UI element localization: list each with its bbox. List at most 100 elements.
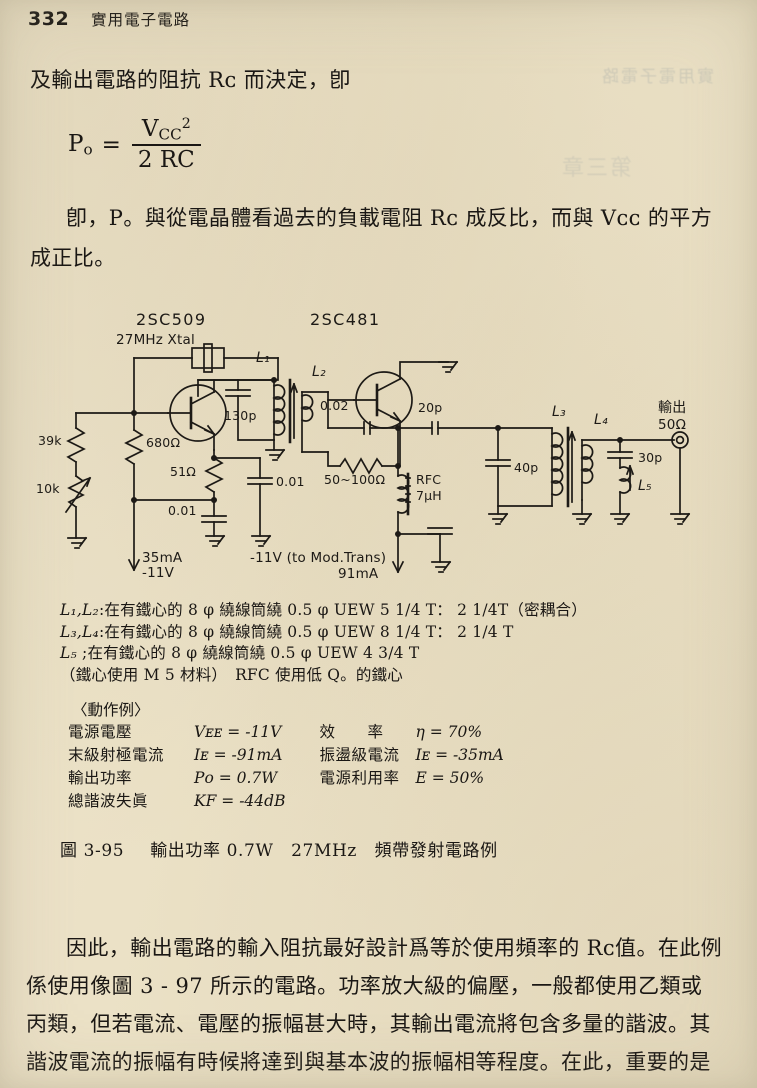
- formula-equals: =: [101, 131, 121, 158]
- ground-symbol-8: [572, 512, 593, 525]
- paragraph-1-line-1-text: 卽，P。與從電晶體看過去的負載電阻 Rᴄ 成反比，而與 Vᴄᴄ 的平方: [66, 206, 713, 230]
- op-label-3: 輸出功率: [68, 769, 133, 787]
- page-number: 332: [28, 8, 70, 30]
- resistor-39k-label: 39k: [38, 433, 62, 448]
- op-value-2: Iᴇ = -91mA: [194, 746, 283, 764]
- crystal-label: 27MHz Xtal: [116, 332, 195, 348]
- running-head: 332 實用電子電路: [28, 8, 190, 30]
- op-label-4: 總諧波失眞: [68, 792, 149, 810]
- ground-symbol-4: [265, 448, 286, 461]
- coil-note-2-text: :在有鐵心的 8 φ 繞線筒繞 0.5 φ UEW 8 1/4 T： 2 1/4…: [98, 622, 514, 641]
- power-formula: Po = VCC2 2 RC: [68, 116, 201, 173]
- ground-symbol-2: [205, 534, 226, 547]
- coil-note-1-label: L₁,L₂: [60, 601, 99, 619]
- table-row: 末級射極電流 Iᴇ = -91mA 振盪級電流 Iᴇ = -35mA: [68, 745, 504, 768]
- coil-l1-label: L₁: [256, 350, 270, 366]
- figure-caption: 圖 3-95 輸出功率 0.7W 27MHz 頻帶發射電路例: [60, 836, 498, 861]
- capacitor-001-b-label: 0.01: [276, 474, 305, 489]
- op-label2-3: 電源利用率: [319, 769, 400, 787]
- paragraph-2-line-3: 丙類，但若電流、電壓的振幅甚大時，其輸出電流將包含多量的諧波。其: [26, 1012, 711, 1036]
- coil-l1-winding: [272, 384, 286, 436]
- resistor-680-label: 680Ω: [146, 435, 180, 450]
- op-label-2: 末級射極電流: [68, 746, 165, 764]
- coil-note-line-3: L₅ ;在有鐵心的 8 φ 繞線筒繞 0.5 φ UEW 4 3/4 T: [60, 643, 587, 665]
- capacitor-002-label: 0.02: [320, 398, 349, 413]
- coil-l4-label: L₄: [594, 412, 608, 428]
- operating-example-block: 〈動作例〉 電源電壓 Vᴇᴇ = -11V 效 率 η = 70% 末級射極電流…: [68, 700, 504, 814]
- op-value-1: Vᴇᴇ = -11V: [194, 723, 282, 741]
- formula-numerator: VCC2: [141, 116, 191, 144]
- supply-1-voltage-label: -11V: [142, 565, 175, 581]
- ground-symbol-1: [67, 536, 88, 549]
- paragraph-2-line-4: 諧波電流的振幅有時候將達到與基本波的振幅相等程度。在此，重要的是: [26, 1050, 711, 1074]
- coil-note-line-2: L₃,L₄:在有鐵心的 8 φ 繞線筒繞 0.5 φ UEW 8 1/4 T： …: [60, 622, 587, 644]
- output-impedance-label: 50Ω: [658, 417, 686, 433]
- transistor-1-label: 2SC509: [136, 310, 206, 329]
- ground-symbol-3: [251, 534, 272, 547]
- formula-lhs: Po: [68, 131, 93, 159]
- capacitor-001-a-label: 0.01: [168, 503, 197, 518]
- capacitor-130p-label: 130p: [224, 408, 257, 423]
- ground-symbol-9: [610, 512, 631, 525]
- paragraph-1-line-1: 卽，P。與從電晶體看過去的負載電阻 Rᴄ 成反比，而與 Vᴄᴄ 的平方: [30, 200, 712, 237]
- resistor-10k-label: 10k: [36, 481, 60, 496]
- coil-note-3-text: ;在有鐵心的 8 φ 繞線筒繞 0.5 φ UEW 4 3/4 T: [76, 644, 420, 662]
- coil-note-line-1: L₁,L₂:在有鐵心的 8 φ 繞線筒繞 0.5 φ UEW 5 1/4 T： …: [60, 600, 587, 622]
- coil-note-1-text: :在有鐵心的 8 φ 繞線筒繞 0.5 φ UEW 5 1/4 T： 2 1/4…: [98, 601, 587, 619]
- coil-note-2-label: L₃,L₄: [60, 622, 99, 641]
- paragraph-2-line-2: 係使用像圖 3 - 97 所示的電路。功率放大級的偏壓，一般都使用乙類或: [26, 974, 703, 998]
- resistor-51-label: 51Ω: [170, 464, 196, 479]
- rfc-value-label: 7μH: [416, 488, 442, 503]
- bleed-through-text-mid: 第三章: [560, 156, 633, 181]
- rfc-label: RFC: [416, 472, 441, 487]
- formula-fraction: VCC2 2 RC: [131, 116, 201, 174]
- output-label: 輸出: [658, 400, 686, 416]
- fraction-bar: [131, 144, 201, 147]
- operating-example-table: 電源電壓 Vᴇᴇ = -11V 效 率 η = 70% 末級射極電流 Iᴇ = …: [68, 722, 504, 814]
- ground-symbol-10: [670, 512, 691, 525]
- capacitor-40p-label: 40p: [514, 460, 538, 475]
- supply-2-current-label: 91mA: [338, 566, 379, 582]
- lead-paragraph: 及輸出電路的阻抗 Rᴄ 而決定，卽: [30, 68, 351, 92]
- op-value2-1: η = 70%: [415, 723, 483, 741]
- bleed-through-text-top: 實用電子電路: [600, 67, 714, 87]
- op-label2-4: [319, 791, 415, 814]
- coil-l3-label: L₃: [552, 404, 566, 420]
- coil-l4-winding: [580, 444, 594, 484]
- coil-specification-notes: L₁,L₂:在有鐵心的 8 φ 繞線筒繞 0.5 φ UEW 5 1/4 T： …: [60, 600, 587, 686]
- formula-denominator: 2 RC: [137, 147, 195, 174]
- op-label2-1: 效 率: [319, 723, 384, 741]
- figure-caption-text: 輸出功率 0.7W 27MHz 頻帶發射電路例: [150, 841, 498, 861]
- op-value-4: KF = -44dB: [194, 792, 286, 810]
- op-value2-3: E = 50%: [415, 769, 485, 787]
- transistor-2-label: 2SC481: [310, 310, 380, 329]
- paragraph-2-line-1: 因此，輸出電路的輸入阻抗最好設計爲等於使用頻率的 Rᴄ值。在此例: [30, 930, 722, 967]
- figure-caption-number: 圖 3-95: [60, 841, 125, 861]
- coil-l2-winding: [300, 394, 314, 422]
- operating-example-heading: 〈動作例〉: [72, 701, 150, 719]
- coil-note-3-label: L₅: [60, 644, 77, 662]
- capacitor-20p-label: 20p: [418, 400, 442, 415]
- table-row: 總諧波失眞 KF = -44dB: [68, 791, 504, 814]
- table-row: 電源電壓 Vᴇᴇ = -11V 效 率 η = 70%: [68, 722, 504, 745]
- supply-2-label: -11V (to Mod.Trans): [250, 550, 386, 566]
- paragraph-1-line-2: 成正比。: [30, 246, 116, 270]
- op-value-3: Pᴏ = 0.7W: [194, 769, 278, 787]
- op-label-1: 電源電壓: [68, 723, 133, 741]
- op-value2-4: [415, 791, 503, 814]
- coil-l3-winding: [550, 432, 564, 496]
- op-label2-2: 振盪級電流: [319, 746, 400, 764]
- book-title: 實用電子電路: [91, 11, 191, 29]
- coil-l2-label: L₂: [312, 364, 326, 380]
- ground-symbol-7: [488, 512, 509, 525]
- capacitor-30p-label: 30p: [638, 450, 662, 465]
- op-value2-2: Iᴇ = -35mA: [415, 746, 504, 764]
- paragraph-2-line-1-text: 因此，輸出電路的輸入阻抗最好設計爲等於使用頻率的 Rᴄ值。在此例: [66, 936, 723, 960]
- ground-symbol-5: [438, 360, 459, 373]
- supply-1-current-label: 35mA: [142, 550, 183, 566]
- circuit-diagram-figure: 2SC509 2SC481 27MHz Xtal: [28, 300, 728, 600]
- coil-note-line-4: （鐵心使用 M 5 材料） RFC 使用低 Q。的鐵心: [60, 665, 404, 684]
- ground-symbol-6: [431, 560, 452, 573]
- resistor-50-100-label: 50~100Ω: [324, 472, 385, 487]
